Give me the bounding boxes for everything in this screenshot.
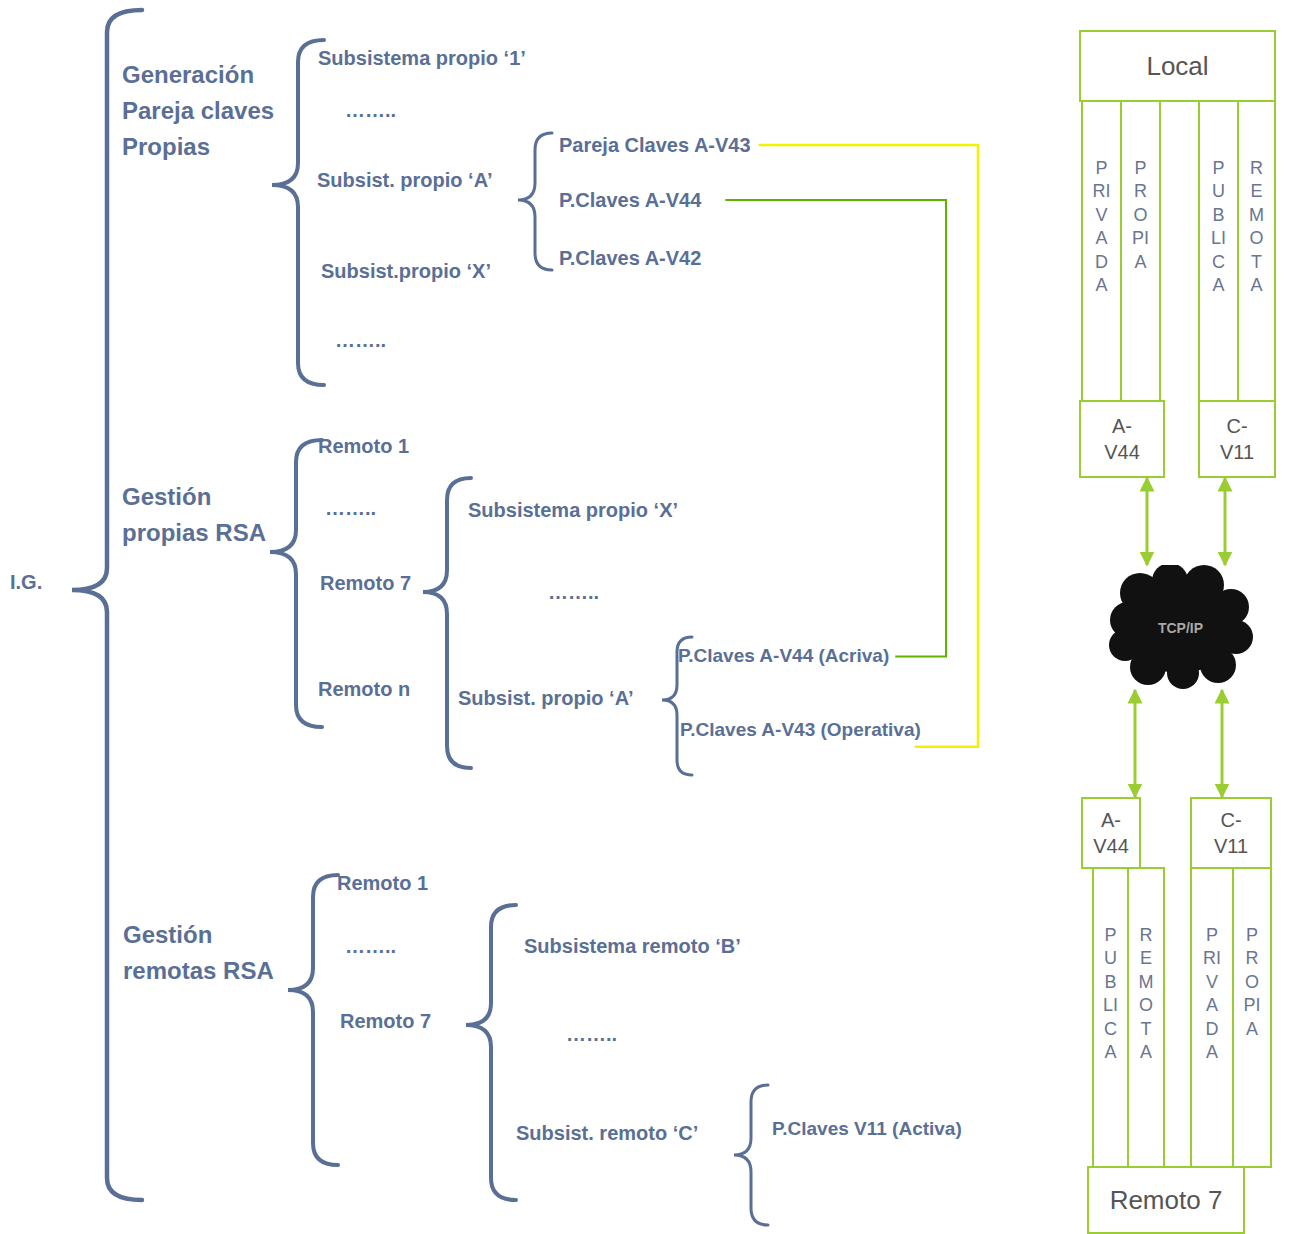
brace (270, 440, 322, 727)
key-column: PUBLICA (1092, 867, 1129, 1168)
box-label: A-V44 (1087, 807, 1135, 859)
box-label: A-V44 (1098, 413, 1146, 465)
cloud-shape (1213, 589, 1249, 625)
key-version-box: C-V11 (1190, 797, 1272, 869)
column-label: PROPIA (1132, 157, 1150, 274)
brace (423, 478, 471, 768)
column-label: PUBLICA (1102, 924, 1120, 1064)
remote-label: Remoto 7 (320, 571, 411, 595)
key-pair-label: Pareja Claves A-V43 (559, 133, 751, 157)
box-label: Local (1146, 51, 1208, 82)
key-pair-label: P.Claves V11 (Activa) (772, 1118, 962, 1141)
key-version-box: C-V11 (1198, 400, 1276, 478)
system-box: Local (1079, 30, 1276, 102)
key-version-box: A-V44 (1079, 400, 1165, 478)
brace (518, 133, 552, 270)
brace (288, 875, 338, 1165)
key-pair-label: P.Claves A-V43 (Operativa) (680, 719, 921, 742)
ellipsis: …….. (325, 496, 376, 520)
ellipsis: …….. (335, 328, 386, 352)
link-arrow (1224, 478, 1227, 565)
subsystem-label: Subsist. remoto ‘C’ (516, 1121, 698, 1145)
cloud-shape (1109, 629, 1141, 661)
box-label: Remoto 7 (1110, 1185, 1223, 1216)
ellipsis: …….. (566, 1022, 617, 1046)
subsystem-label: Subsist. propio ‘A’ (317, 168, 493, 192)
ellipsis: …….. (345, 98, 396, 122)
subsystem-label: Subsistema remoto ‘B’ (524, 934, 741, 958)
subsystem-label: Subsistema propio ‘X’ (468, 498, 678, 522)
key-column: PROPIA (1120, 100, 1161, 402)
link-arrow (1146, 478, 1149, 565)
key-column: PROPIA (1232, 867, 1272, 1168)
ellipsis: …….. (345, 934, 396, 958)
brace (72, 10, 142, 1200)
subsystem-label: Subsist. propio ‘A’ (458, 686, 634, 710)
link-line (725, 200, 946, 656)
brace (466, 905, 516, 1200)
brace (734, 1085, 768, 1225)
brace (272, 40, 324, 385)
column-label: PRIVADA (1203, 924, 1221, 1064)
column-label: REMOTA (1248, 157, 1266, 297)
system-box: Remoto 7 (1087, 1166, 1245, 1234)
key-pair-label: P.Claves A-V42 (559, 246, 701, 270)
ellipsis: …….. (548, 580, 599, 604)
category-label: Generación Pareja claves Propias (122, 57, 300, 165)
remote-label: Remoto n (318, 677, 410, 701)
cloud-shape (1200, 647, 1236, 683)
box-label: C-V11 (1213, 413, 1261, 465)
link-arrow (1221, 690, 1224, 797)
key-column: REMOTA (1237, 100, 1276, 402)
box-label: C-V11 (1207, 807, 1255, 859)
network-label: TCP/IP (1158, 620, 1203, 636)
key-pair-label: P.Claves A-V44 (Acriva) (678, 645, 889, 668)
root-label: I.G. (10, 570, 42, 594)
key-pair-label: P.Claves A-V44 (559, 188, 701, 212)
key-column: PRIVADA (1190, 867, 1234, 1168)
subsystem-label: Subsistema propio ‘1’ (318, 46, 526, 70)
network-cloud: TCP/IP (1108, 565, 1253, 690)
key-version-box: A-V44 (1081, 797, 1141, 869)
column-label: PROPIA (1243, 924, 1261, 1041)
cloud-shape (1152, 565, 1188, 599)
subsystem-label: Subsist.propio ‘X’ (321, 259, 491, 283)
category-label: Gestión remotas RSA (123, 917, 301, 989)
remote-label: Remoto 7 (340, 1009, 431, 1033)
link-arrow (1134, 690, 1137, 797)
column-label: PUBLICA (1210, 157, 1228, 297)
cloud-shape (1167, 657, 1199, 689)
column-label: REMOTA (1137, 924, 1155, 1064)
key-column: PRIVADA (1081, 100, 1122, 402)
remote-label: Remoto 1 (337, 871, 428, 895)
remote-label: Remoto 1 (318, 434, 409, 458)
key-column: PUBLICA (1198, 100, 1239, 402)
category-label: Gestión propias RSA (122, 479, 300, 551)
key-column: REMOTA (1127, 867, 1165, 1168)
column-label: PRIVADA (1093, 157, 1111, 297)
